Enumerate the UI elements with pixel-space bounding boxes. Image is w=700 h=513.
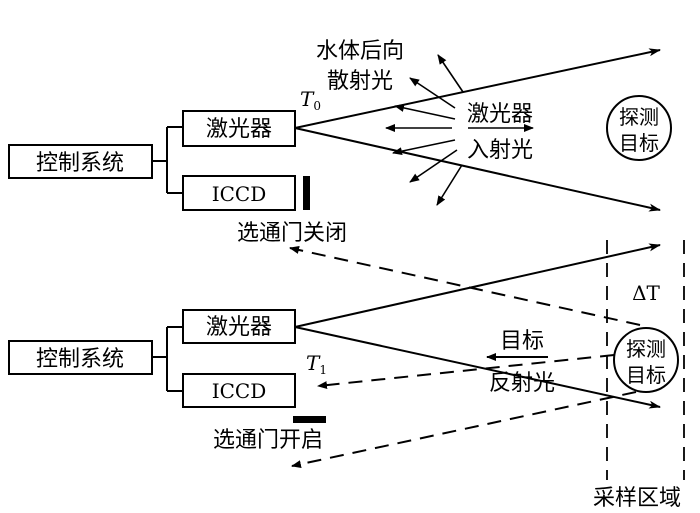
- blocked-return-arrow: [289, 246, 641, 326]
- reflected-return-arrow-lower: [291, 391, 637, 469]
- gate-closed-bar: [303, 176, 310, 210]
- beam-lower-arrow: [294, 326, 661, 409]
- incident-label-line1: 激光器: [467, 102, 533, 127]
- iccd-box: [182, 373, 296, 408]
- scatter-arrow: [437, 54, 464, 93]
- scatter-arrow: [409, 77, 456, 109]
- sampling-region-label: 采样区域: [593, 486, 681, 511]
- scatter-arrow: [392, 139, 456, 156]
- delta-t-label: ΔT: [632, 281, 660, 305]
- gate-open-bar: [293, 416, 326, 423]
- reflected-return-arrow: [317, 354, 615, 390]
- scatter-arrows: [385, 54, 534, 206]
- reflect-label-line1: 目标: [500, 329, 544, 354]
- target-label-line1: 探测: [619, 105, 659, 129]
- laser-label: 激光器: [206, 315, 272, 340]
- scatter-arrow: [409, 149, 458, 183]
- target-label-line2: 目标: [619, 131, 659, 155]
- iccd-label: ICCD: [212, 379, 267, 403]
- target-circle: [606, 95, 672, 161]
- connector-lines: [152, 126, 183, 194]
- top-panel: 控制系统 激光器 ICCD 选通门关闭 T0 水体后向 散射光 激光器 入射光: [8, 39, 672, 326]
- time-t1-label: T1: [306, 351, 327, 377]
- gate-closed-label: 选通门关闭: [237, 221, 347, 246]
- iccd-label: ICCD: [212, 182, 267, 206]
- beam-upper-arrow: [294, 48, 661, 129]
- backscatter-label-line2: 散射光: [327, 69, 393, 94]
- control-system-label: 控制系统: [36, 347, 124, 372]
- target-circle: [613, 327, 679, 393]
- beam-lower-arrow: [294, 127, 661, 212]
- beam-upper-arrow: [294, 243, 661, 328]
- incident-label-line2: 入射光: [467, 138, 533, 163]
- gate-open-label: 选通门开启: [213, 428, 323, 453]
- control-system-label: 控制系统: [36, 151, 124, 176]
- scatter-arrow: [436, 164, 463, 206]
- time-t0-label: T0: [300, 87, 321, 113]
- backscatter-label-line1: 水体后向: [316, 39, 404, 64]
- laser-label: 激光器: [206, 117, 272, 142]
- bottom-panel: 控制系统 激光器 ICCD 选通门开启 T1 ΔT 探测 目标 目标 反射光 采…: [8, 240, 685, 511]
- connector-lines: [152, 326, 183, 392]
- reflect-label-line2: 反射光: [489, 371, 555, 396]
- target-label-line1: 探测: [626, 337, 666, 361]
- scatter-arrow: [394, 103, 456, 120]
- iccd-box: [182, 175, 296, 211]
- target-label-line2: 目标: [626, 363, 666, 387]
